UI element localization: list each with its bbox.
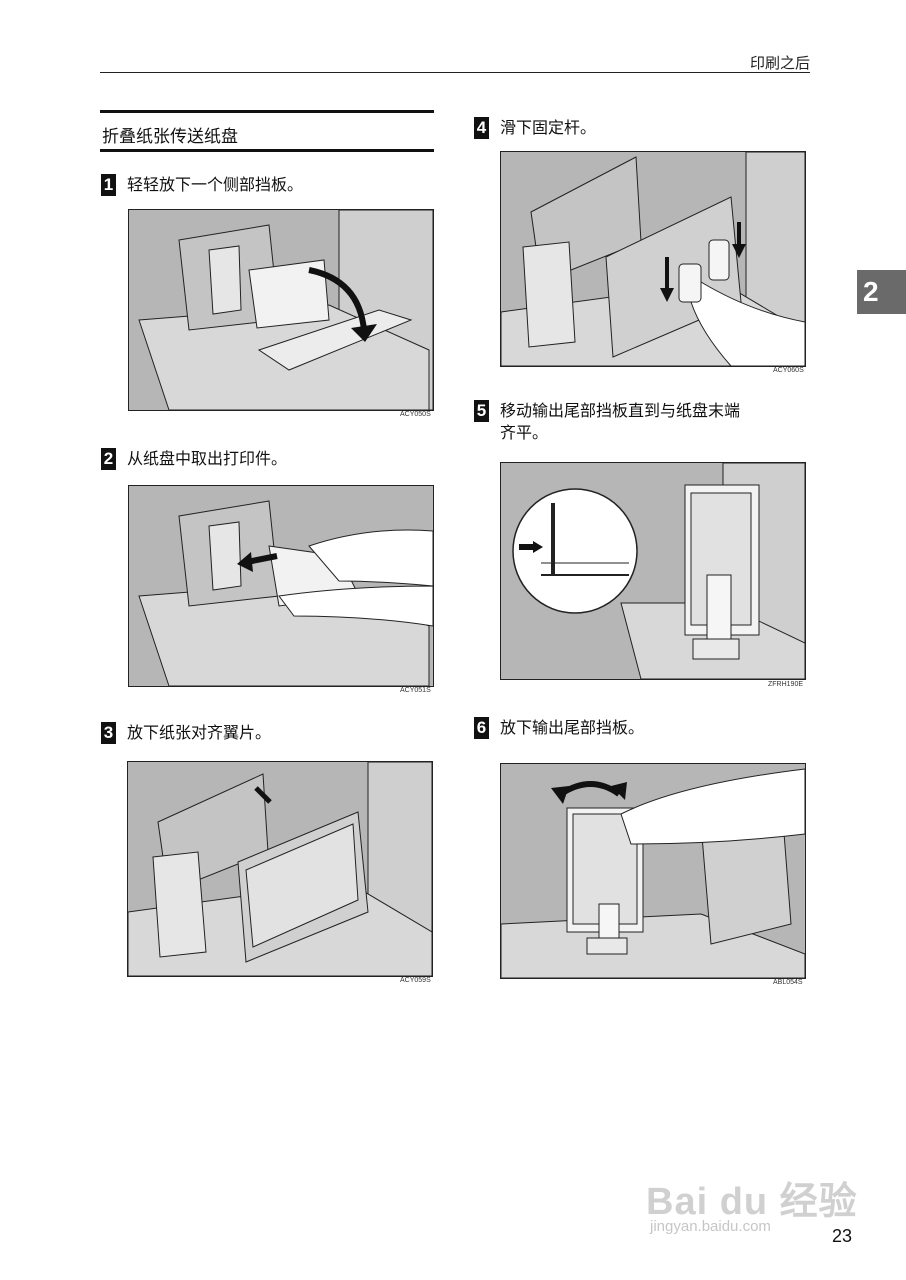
step-1-text: 轻轻放下一个侧部挡板。 (127, 175, 304, 194)
step-2-number: 2 (101, 448, 116, 470)
baidu-watermark: Bai du 经验 jingyan.baidu.com (640, 1140, 860, 1250)
chapter-tab: 2 (857, 270, 906, 314)
step-3-text: 放下纸张对齐翼片。 (127, 723, 272, 742)
step-1-figure-code: ACY050S (400, 411, 431, 418)
step-4-illustration (500, 151, 806, 367)
step-3-number: 3 (101, 722, 116, 744)
end-plate-illustration (501, 463, 805, 679)
page-number: 23 (832, 1226, 853, 1246)
step-5-text-line-2: 齐平。 (500, 423, 549, 442)
step-6-illustration (500, 763, 806, 979)
section-title: 折叠纸张传送纸盘 (102, 127, 238, 147)
step-6-number: 6 (474, 717, 489, 739)
locking-lever-illustration (501, 152, 805, 366)
watermark-brand: Bai du 经验 (646, 1181, 858, 1223)
step-5-text-line-1: 移动输出尾部挡板直到与纸盘末端 (500, 401, 741, 420)
step-5-figure-code: ZFRH190E (768, 681, 804, 688)
step-3-illustration (127, 761, 433, 977)
page-header-title: 印刷之后 (749, 54, 810, 72)
step-2-text: 从纸盘中取出打印件。 (127, 449, 288, 468)
step-5-illustration (500, 462, 806, 680)
step-1-number: 1 (101, 174, 116, 196)
section-heading: 折叠纸张传送纸盘 (100, 110, 434, 152)
step-4-figure-code: ACY060S (773, 367, 804, 374)
alignment-wings-illustration (128, 762, 432, 976)
step-2-illustration (128, 485, 434, 687)
remove-prints-illustration (129, 486, 433, 686)
step-6-figure-code: ABL054S (773, 979, 803, 986)
step-1-illustration (128, 209, 434, 411)
step-3-figure-code: ACY059S (400, 977, 431, 984)
header-rule (100, 72, 810, 73)
lower-end-plate-illustration (501, 764, 805, 978)
step-4-text: 滑下固定杆。 (500, 118, 597, 137)
watermark-url: jingyan.baidu.com (650, 1218, 771, 1235)
step-2-figure-code: ACY051S (400, 687, 431, 694)
step-6-text: 放下输出尾部挡板。 (500, 718, 645, 737)
paper-tray-illustration (129, 210, 433, 410)
step-4-number: 4 (474, 117, 489, 139)
step-5-number: 5 (474, 400, 489, 422)
